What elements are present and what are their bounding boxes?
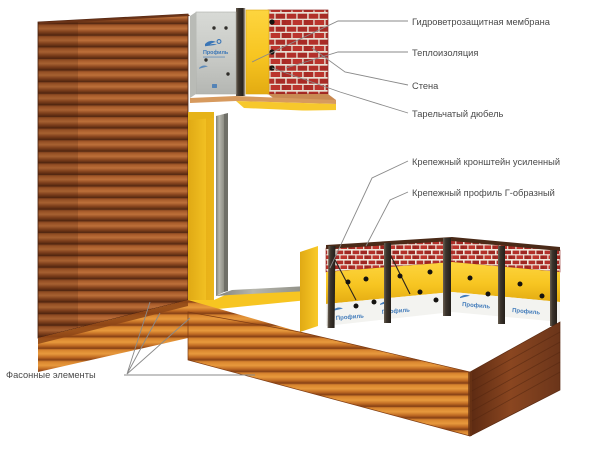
leader-line <box>365 191 409 247</box>
membrane-logo-corner-right: Профиль Профиль <box>460 294 541 316</box>
vertical-profile-top <box>236 8 246 96</box>
insulation-top <box>245 9 270 95</box>
window-opening-reveal <box>188 110 340 312</box>
vertical-profiles-corner <box>327 238 557 329</box>
leader-line <box>311 47 409 86</box>
callout-label-dowel: Тарельчатый дюбель <box>412 109 504 119</box>
callout-trim: Фасонные элементы <box>6 301 255 380</box>
callout-group: Гидроветрозащитная мембрана Теплоизоляци… <box>6 17 560 380</box>
plate-dowels-corner <box>345 269 545 309</box>
callout-dowel: Тарельчатый дюбель <box>271 67 504 119</box>
sill-insulation <box>188 288 308 312</box>
insulation-corner-right <box>452 262 560 302</box>
leader-line <box>285 51 408 69</box>
membrane-corner-right <box>452 292 560 322</box>
leader-line <box>124 301 255 376</box>
callout-label-membrane: Гидроветрозащитная мембрана <box>412 17 551 27</box>
callout-label-wall: Стена <box>412 81 439 91</box>
soffit-insulation <box>236 101 336 112</box>
callout-label-insulation: Теплоизоляция <box>412 48 478 58</box>
callout-label-profile: Крепежный профиль Г-образный <box>412 188 555 198</box>
opening-void <box>214 110 340 300</box>
membrane-top: Профиль <box>190 11 237 98</box>
leader-line <box>271 67 409 114</box>
callout-wall: Стена <box>311 47 439 91</box>
svg-text:Профиль: Профиль <box>336 313 365 322</box>
siding-bottom-return <box>470 322 560 436</box>
brick-wall-top <box>267 9 336 100</box>
leader-line <box>329 160 409 269</box>
reveal-trim-jamb <box>216 114 224 296</box>
svg-text:Профиль: Профиль <box>203 49 229 56</box>
svg-text:Профиль: Профиль <box>382 307 411 316</box>
left-siding-wall <box>37 13 190 339</box>
callout-membrane: Гидроветрозащитная мембрана <box>251 17 551 63</box>
callout-label-bracket: Крепежный кронштейн усиленный <box>412 157 560 167</box>
head-soffit <box>190 96 336 104</box>
corner-jamb-insulation <box>300 246 318 332</box>
svg-text:Профиль: Профиль <box>462 301 491 310</box>
leader-line <box>251 20 408 63</box>
callout-label-trim: Фасонные элементы <box>6 370 96 380</box>
bottom-siding-band <box>38 300 561 437</box>
membrane-logo: Профиль <box>199 39 229 88</box>
callout-profile: Крепежный профиль Г-образный <box>365 188 555 247</box>
callout-bracket: Крепежный кронштейн усиленный <box>329 157 560 269</box>
callout-insulation: Теплоизоляция <box>285 48 478 69</box>
siding-front-face <box>38 14 188 338</box>
corner-cutaway: Профиль Профиль Профиль Профиль <box>300 237 561 332</box>
svg-text:Профиль: Профиль <box>512 307 541 316</box>
reveal-trim-sill <box>216 286 308 296</box>
